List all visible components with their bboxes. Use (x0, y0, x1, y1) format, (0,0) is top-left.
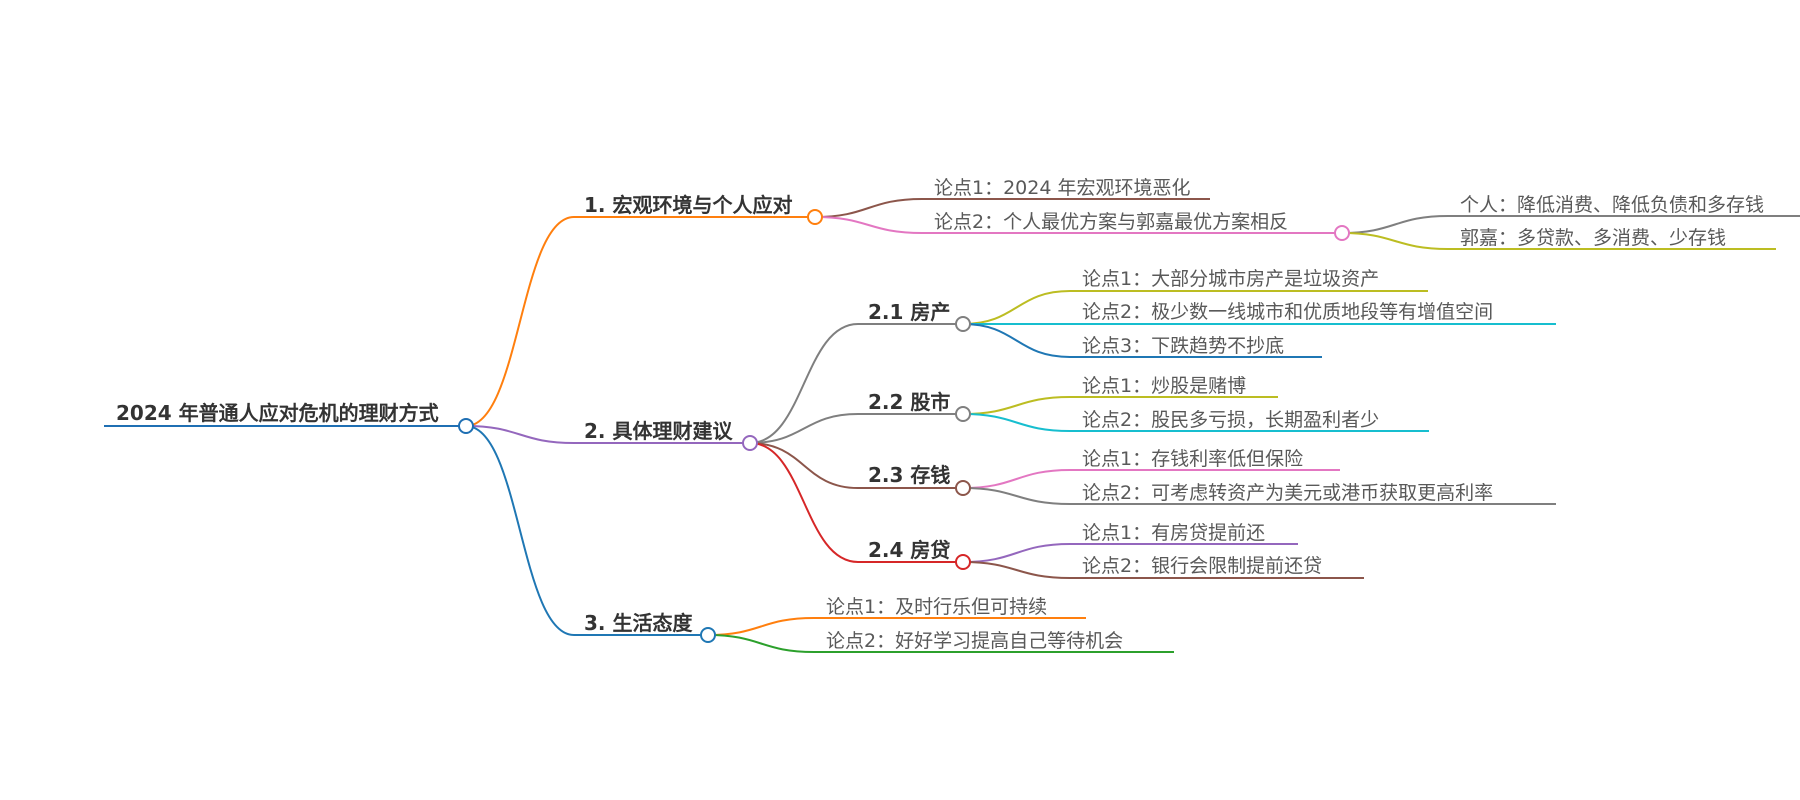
branch-2-sub-2-title: 2.2 股市 (868, 390, 950, 414)
branch-2-sub-1-item-1-connector (962, 290, 1071, 325)
branch-2-sub-4-collapse-toggle[interactable] (955, 554, 971, 570)
branch-2-connector (465, 425, 575, 444)
branch-2-sub-3-collapse-toggle[interactable] (955, 480, 971, 496)
branch-1-collapse-toggle[interactable] (807, 209, 823, 225)
branch-1-item-2-connector (814, 216, 923, 234)
branch-2-sub-1-item-3-text: 论点3：下跌趋势不抄底 (1082, 335, 1284, 357)
branch-2-sub-1-collapse-toggle[interactable] (955, 316, 971, 332)
branch-2-sub-3-item-1-text: 论点1：存钱利率低但保险 (1082, 448, 1303, 470)
branch-2-sub-3-title: 2.3 存钱 (868, 463, 950, 487)
branch-2-sub-2-item-2-connector (962, 413, 1071, 432)
root-node-title: 2024 年普通人应对危机的理财方式 (116, 401, 439, 425)
branch-2-sub-2-connector (749, 413, 859, 444)
branch-2-sub-4-title: 2.4 房贷 (868, 538, 950, 562)
branch-2-sub-2-item-1-connector (962, 396, 1071, 415)
branch-2-sub-2-collapse-toggle[interactable] (955, 406, 971, 422)
branch-2-sub-3-connector (749, 442, 859, 489)
branch-1-item-2-collapse-toggle[interactable] (1334, 225, 1350, 241)
branch-3-item-1-connector (707, 617, 815, 636)
branch-1-sub-1-connector (1341, 215, 1449, 234)
branch-2-title: 2. 具体理财建议 (584, 419, 733, 443)
branch-2-sub-1-connector (749, 323, 859, 444)
branch-3-connector (465, 425, 575, 636)
branch-1-item-2-text: 论点2：个人最优方案与郭嘉最优方案相反 (934, 211, 1288, 233)
branch-2-sub-3-item-2-text: 论点2：可考虑转资产为美元或港币获取更高利率 (1082, 482, 1493, 504)
branch-1-title: 1. 宏观环境与个人应对 (584, 193, 792, 217)
branch-2-sub-4-item-2-text: 论点2：银行会限制提前还贷 (1082, 555, 1322, 577)
branch-3-collapse-toggle[interactable] (700, 627, 716, 643)
branch-3-title: 3. 生活态度 (584, 611, 693, 635)
branch-1-item-1-connector (814, 198, 923, 218)
branch-2-sub-2-item-1-text: 论点1：炒股是赌博 (1082, 375, 1246, 397)
branch-2-sub-4-item-1-text: 论点1：有房贷提前还 (1082, 522, 1265, 544)
branch-2-sub-1-item-1-text: 论点1：大部分城市房产是垃圾资产 (1082, 268, 1379, 290)
branch-2-collapse-toggle[interactable] (742, 435, 758, 451)
branch-2-sub-1-item-2-text: 论点2：极少数一线城市和优质地段等有增值空间 (1082, 301, 1493, 323)
branch-2-sub-3-item-2-connector (962, 487, 1071, 505)
branch-2-sub-4-item-1-connector (962, 543, 1071, 563)
branch-1-item-1-text: 论点1：2024 年宏观环境恶化 (934, 177, 1190, 199)
branch-2-sub-1-title: 2.1 房产 (868, 300, 950, 324)
branch-2-sub-4-connector (749, 442, 859, 563)
root-collapse-toggle[interactable] (458, 418, 474, 434)
branch-2-sub-2-item-2-text: 论点2：股民多亏损，长期盈利者少 (1082, 409, 1379, 431)
branch-3-item-2-text: 论点2：好好学习提高自己等待机会 (826, 630, 1123, 652)
branch-3-item-1-text: 论点1：及时行乐但可持续 (826, 596, 1047, 618)
branch-2-sub-4-item-2-connector (962, 561, 1071, 579)
branch-1-connector (465, 216, 575, 427)
branch-2-sub-1-item-3-connector (962, 323, 1071, 358)
branch-2-sub-3-item-1-connector (962, 469, 1071, 489)
branch-3-item-2-connector (707, 634, 815, 653)
branch-1-sub-2-connector (1341, 232, 1449, 250)
branch-1-sub-1-text: 个人：降低消费、降低负债和多存钱 (1460, 194, 1764, 216)
branch-1-sub-2-text: 郭嘉：多贷款、多消费、少存钱 (1460, 227, 1726, 249)
